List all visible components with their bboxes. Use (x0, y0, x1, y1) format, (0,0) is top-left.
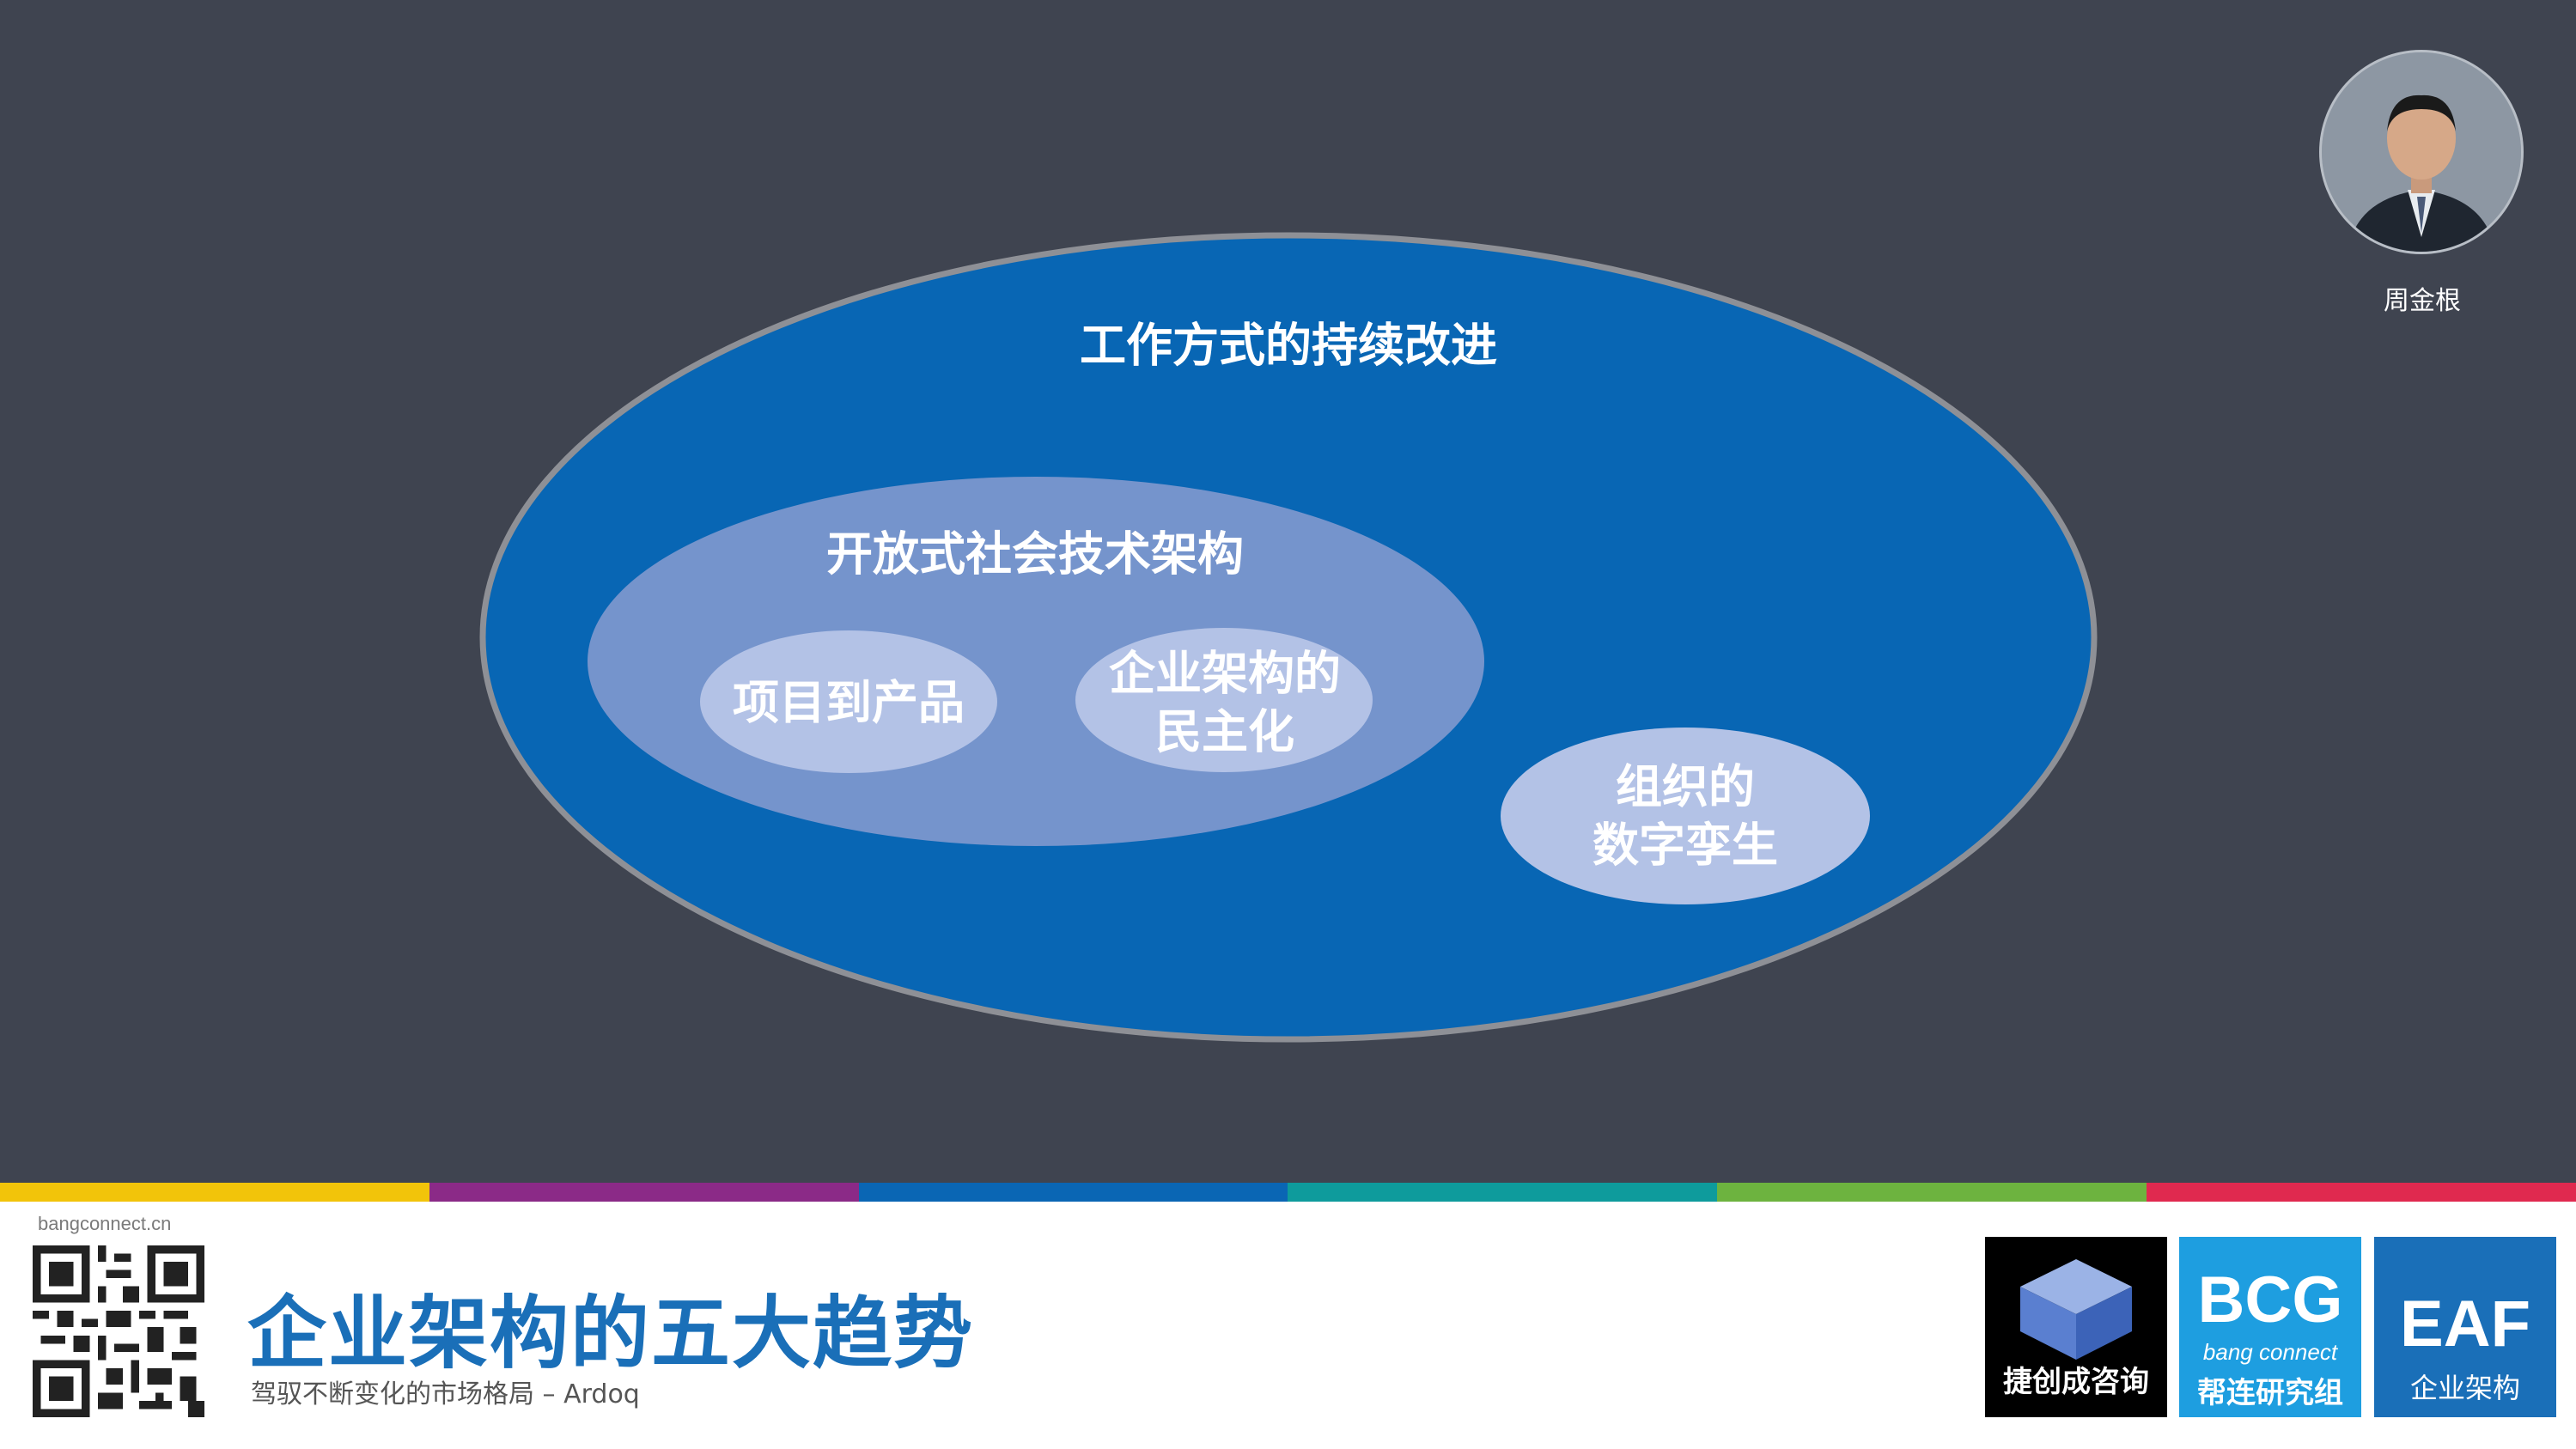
bcg-logo-sub: bang connect (2202, 1339, 2338, 1365)
strip-yellow (0, 1183, 429, 1202)
inner-ellipse-digital-twin (1501, 728, 1870, 904)
eaf-logo-big: EAF (2400, 1288, 2530, 1361)
slide-subtitle: 驾驭不断变化的市场格局 – Ardoq (251, 1379, 640, 1409)
presenter-photo-icon (2322, 52, 2521, 252)
strip-purple (429, 1183, 859, 1202)
cube-logo-icon (2020, 1259, 2132, 1360)
strip-green (1717, 1183, 2147, 1202)
jcc-logo-label: 捷创成咨询 (2003, 1365, 2149, 1399)
eaf-logo[interactable]: EAF 企业架构 (2374, 1237, 2556, 1417)
digital-twin-label: 组织的 数字孪生 (1592, 759, 1778, 873)
strip-teal (1288, 1183, 1718, 1202)
nested-ellipse-diagram (479, 232, 2098, 1043)
bcg-logo-cn: 帮连研究组 (2197, 1376, 2343, 1410)
project-to-product-label: 项目到产品 (733, 675, 965, 730)
ea-democratization-label: 企业架构的 民主化 (1109, 646, 1341, 759)
color-strip (0, 1183, 2576, 1202)
jcc-logo[interactable]: 捷创成咨询 (1985, 1237, 2167, 1417)
site-url[interactable]: bangconnect.cn (38, 1213, 172, 1234)
strip-red (2147, 1183, 2576, 1202)
inner-ellipse-democratization (1075, 628, 1373, 772)
inner-ellipse-project (700, 630, 997, 773)
presenter-avatar (2319, 50, 2524, 254)
bcg-logo[interactable]: BCG bang connect 帮连研究组 (2179, 1237, 2361, 1417)
qr-code-icon[interactable] (33, 1245, 204, 1417)
presenter-name: 周金根 (2384, 286, 2461, 316)
bcg-logo-big: BCG (2197, 1263, 2343, 1336)
slide-title: 企业架构的五大趋势 (247, 1288, 975, 1379)
outer-ellipse-label: 工作方式的持续改进 (1080, 318, 1497, 373)
eaf-logo-cn: 企业架构 (2409, 1372, 2520, 1404)
strip-blue (858, 1183, 1288, 1202)
middle-ellipse-label: 开放式社会技术架构 (826, 527, 1244, 581)
